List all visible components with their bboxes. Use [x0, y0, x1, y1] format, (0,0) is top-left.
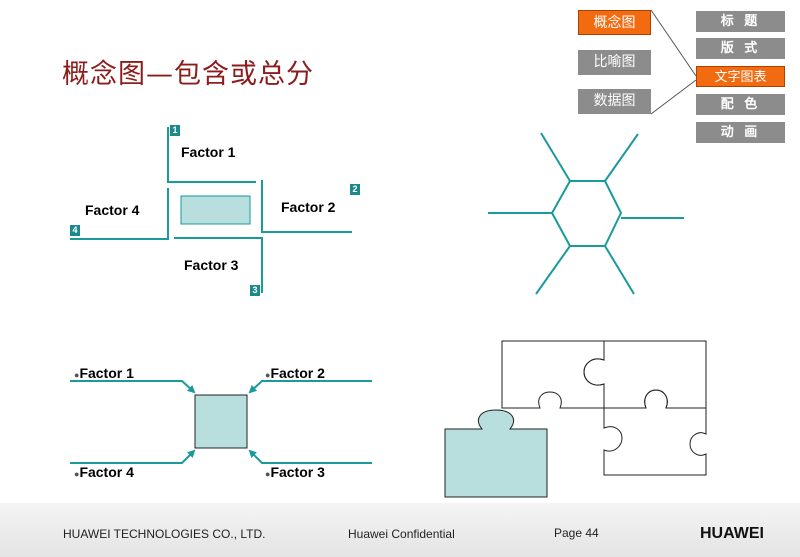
hexagon-diagram — [488, 132, 684, 295]
quadrant-factor-1: Factor 1 — [181, 144, 236, 160]
arrow-factor-1: ●Factor 1 — [74, 365, 134, 381]
subnav-item-color[interactable]: 配 色 — [696, 94, 785, 115]
quadrant-factor-4: Factor 4 — [85, 202, 140, 218]
puzzle-diagram — [501, 340, 707, 476]
bullet-dot-icon: ● — [74, 370, 80, 380]
bullet-dot-icon: ● — [74, 469, 80, 479]
page-title: 概念图—包含或总分 — [62, 59, 314, 90]
footer-page-number: Page 44 — [554, 526, 599, 540]
badge-1: 1 — [170, 125, 180, 136]
quadrant-diagram — [70, 127, 352, 293]
footer-confidential: Huawei Confidential — [348, 527, 455, 541]
subnav-item-title[interactable]: 标 题 — [696, 11, 785, 32]
footer-company: HUAWEI TECHNOLOGIES CO., LTD. — [63, 527, 266, 541]
square-arrow-diagram — [70, 380, 372, 464]
center-square — [194, 394, 248, 449]
subnav-item-text-chart[interactable]: 文字图表 — [696, 66, 785, 87]
bullet-dot-icon: ● — [265, 370, 271, 380]
subnav-item-animation[interactable]: 动 画 — [696, 122, 785, 143]
badge-3: 3 — [250, 285, 260, 296]
nav-connector-lines — [650, 9, 697, 115]
nav-item-data[interactable]: 数据图 — [578, 89, 651, 114]
quadrant-center-box — [180, 195, 251, 225]
nav-item-concept[interactable]: 概念图 — [578, 10, 651, 35]
footer-bar — [0, 503, 800, 557]
bullet-dot-icon: ● — [265, 469, 271, 479]
nav-item-metaphor[interactable]: 比喻图 — [578, 50, 651, 75]
arrow-factor-4: ●Factor 4 — [74, 464, 134, 480]
floating-puzzle-piece — [444, 409, 548, 498]
subnav-item-layout[interactable]: 版 式 — [696, 38, 785, 59]
badge-2: 2 — [350, 184, 360, 195]
footer-logo-text: HUAWEI — [700, 525, 764, 542]
quadrant-factor-3: Factor 3 — [184, 257, 239, 273]
quadrant-factor-2: Factor 2 — [281, 199, 336, 215]
arrow-factor-2: ●Factor 2 — [265, 365, 325, 381]
badge-4: 4 — [70, 225, 80, 236]
arrow-factor-3: ●Factor 3 — [265, 464, 325, 480]
